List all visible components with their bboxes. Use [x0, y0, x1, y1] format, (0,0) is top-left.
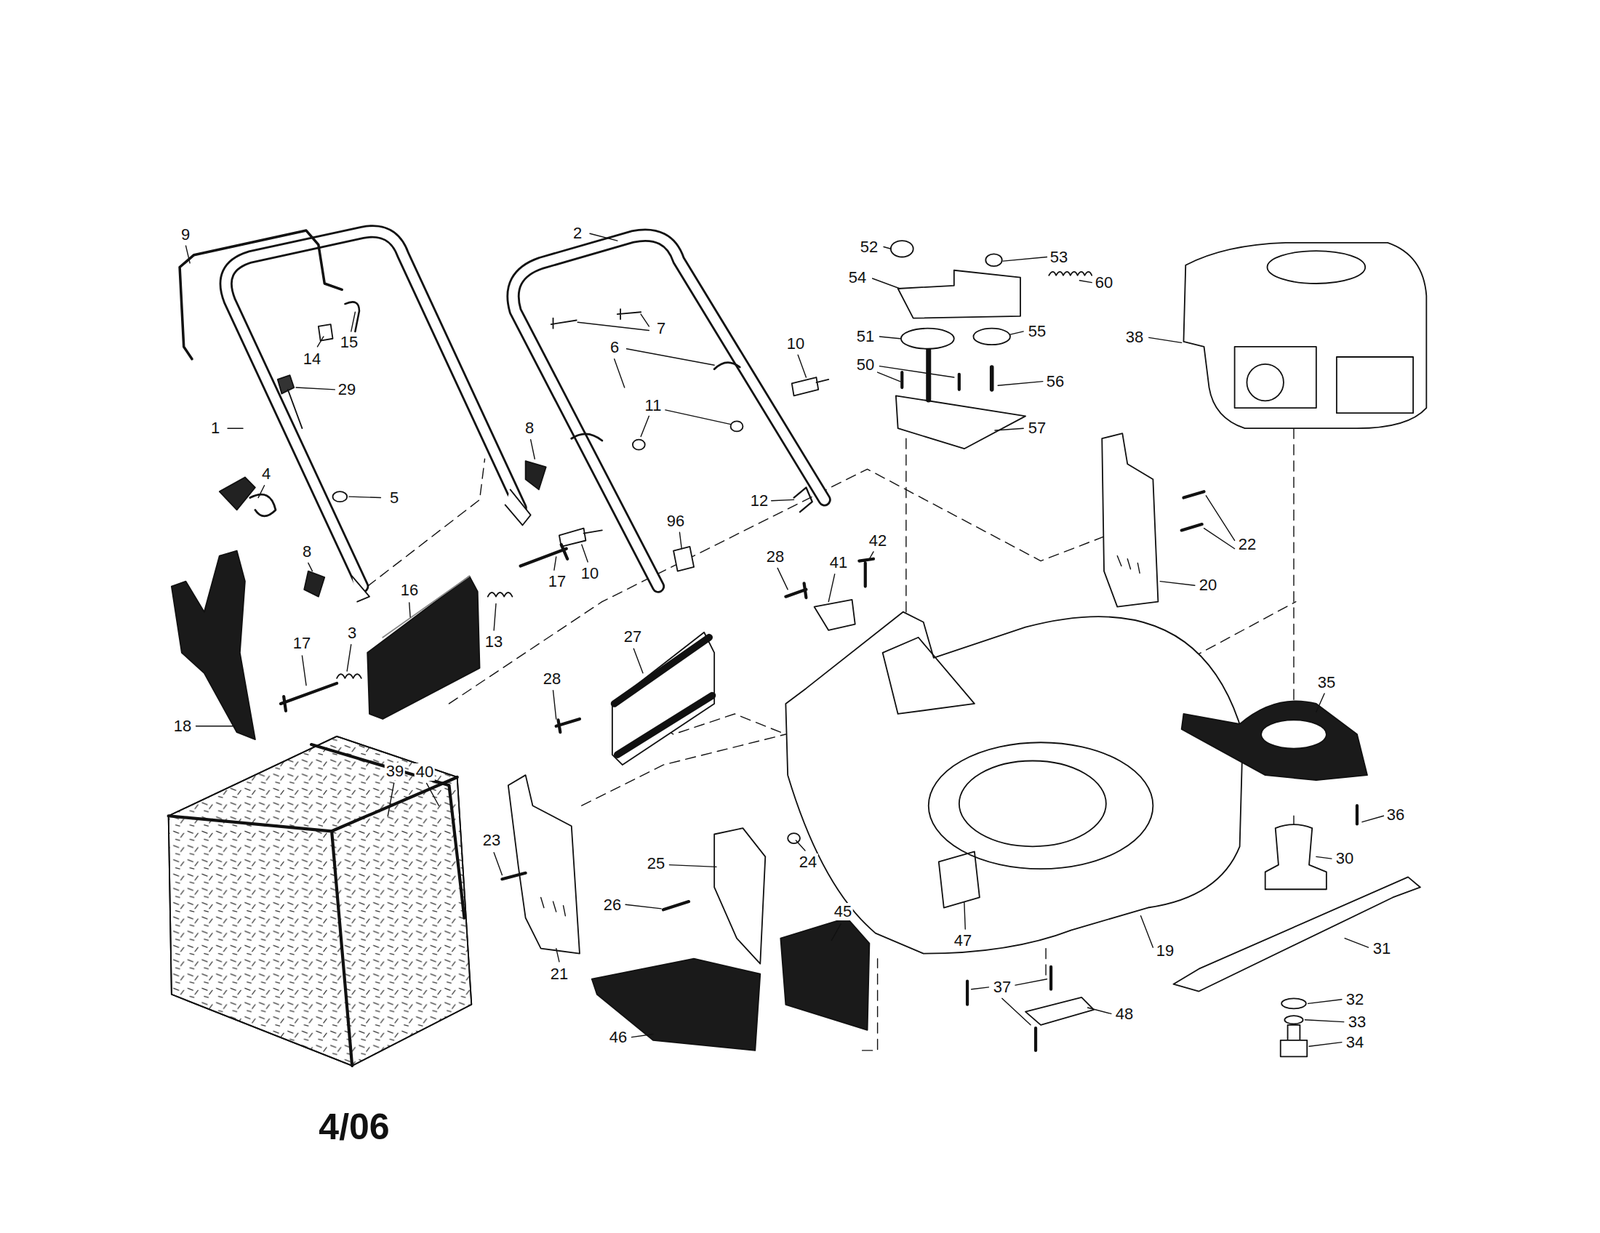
callout-number: 42	[867, 532, 888, 550]
callout-number: 60	[1093, 274, 1115, 292]
callout-number: 32	[1344, 991, 1366, 1009]
callout-number: 1	[209, 419, 222, 438]
callout-number: 22	[1237, 536, 1258, 554]
callout-number: 34	[1344, 1034, 1366, 1052]
callout-number: 6	[608, 338, 621, 357]
callout-number: 9	[179, 226, 192, 244]
callout-number: 14	[301, 350, 323, 368]
callout-number: 28	[765, 548, 786, 566]
callout-number: 17	[291, 634, 312, 653]
callout-number: 15	[338, 333, 360, 352]
callout-number: 10	[579, 565, 600, 583]
callout-number: 30	[1334, 850, 1355, 868]
callout-number: 45	[832, 903, 854, 921]
callout-number: 10	[785, 335, 806, 353]
callout-number: 48	[1114, 1005, 1135, 1024]
callout-number: 31	[1371, 940, 1392, 958]
callout-number: 47	[952, 932, 974, 950]
callout-number: 17	[546, 573, 568, 591]
callout-number: 36	[1385, 806, 1406, 824]
callout-number: 52	[858, 238, 880, 256]
callout-number: 96	[665, 512, 686, 531]
callout-number: 53	[1048, 248, 1070, 267]
callout-number: 29	[336, 381, 358, 399]
callout-number: 37	[992, 978, 1013, 997]
callout-number: 2	[571, 224, 584, 243]
callout-number: 24	[797, 853, 819, 872]
callout-number: 5	[388, 489, 400, 507]
callout-number: 12	[749, 492, 770, 510]
callout-number: 26	[602, 896, 623, 915]
callout-number: 41	[828, 554, 849, 572]
callout-number: 38	[1124, 328, 1145, 347]
callout-number: 20	[1197, 576, 1219, 595]
callout-number: 28	[541, 670, 563, 688]
callout-number: 39	[384, 762, 406, 781]
callout-number: 8	[301, 543, 313, 561]
callout-number: 16	[399, 581, 420, 600]
callout-number: 55	[1026, 322, 1048, 341]
date-code: 4/06	[317, 1108, 391, 1147]
callout-number: 50	[855, 356, 876, 374]
callout-number: 27	[622, 628, 643, 646]
callout-number: 25	[645, 855, 667, 873]
callout-number: 18	[172, 717, 193, 736]
callout-number: 13	[483, 633, 504, 651]
callout-number: 54	[847, 269, 868, 287]
callout-number: 33	[1346, 1013, 1368, 1032]
callout-number: 7	[655, 320, 667, 338]
callout-number: 8	[523, 419, 536, 438]
callout-number: 35	[1316, 674, 1337, 692]
callout-number: 3	[346, 624, 358, 643]
callout-number: 56	[1045, 373, 1066, 391]
callout-number: 21	[549, 965, 570, 984]
callout-number: 40	[414, 763, 435, 782]
callout-number: 46	[608, 1029, 629, 1047]
callout-number: 57	[1026, 419, 1048, 438]
callout-number: 23	[481, 832, 502, 850]
callout-number: 19	[1154, 942, 1176, 960]
callout-number: 11	[643, 397, 664, 415]
callout-number: 51	[855, 328, 876, 346]
callout-number: 4	[260, 465, 272, 483]
